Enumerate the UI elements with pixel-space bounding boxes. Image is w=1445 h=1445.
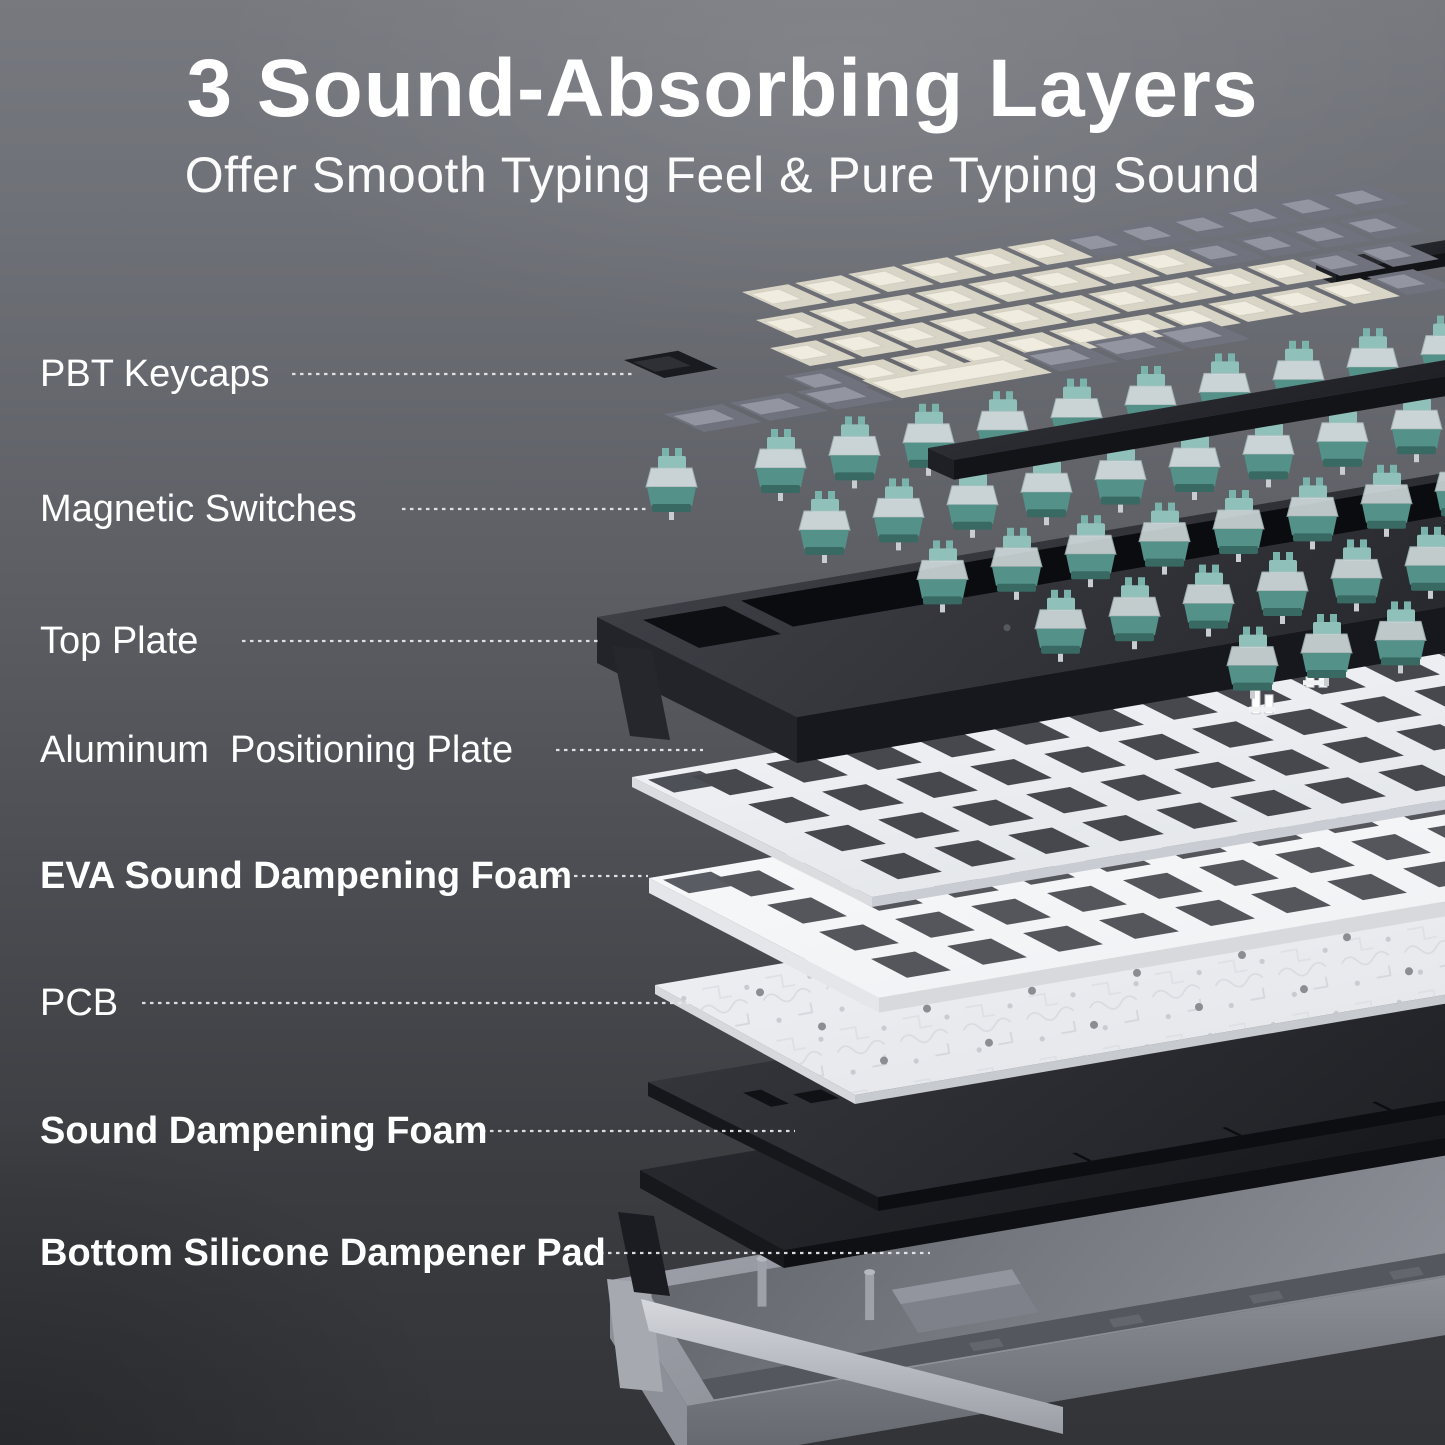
- layer-label-pbt-keycaps: PBT Keycaps: [40, 353, 270, 395]
- page-title: 3 Sound-Absorbing Layers: [186, 43, 1259, 134]
- layer-label-silicone-pad: Bottom Silicone Dampener Pad: [40, 1232, 606, 1274]
- layer-label-magnetic-switches: Magnetic Switches: [40, 488, 357, 530]
- layer-label-aluminum-plate: Aluminum Positioning Plate: [40, 729, 514, 771]
- leader-lines: [142, 372, 930, 1255]
- keycaps-illustration: [624, 185, 1445, 480]
- bottom-case-illustration: [607, 1138, 1445, 1445]
- page-subtitle: Offer Smooth Typing Feel & Pure Typing S…: [184, 147, 1261, 203]
- layer-label-eva-foam: EVA Sound Dampening Foam: [40, 855, 573, 897]
- layer-label-top-plate: Top Plate: [40, 620, 199, 662]
- layer-label-dampening-foam: Sound Dampening Foam: [40, 1110, 488, 1152]
- layer-label-pcb: PCB: [40, 982, 119, 1024]
